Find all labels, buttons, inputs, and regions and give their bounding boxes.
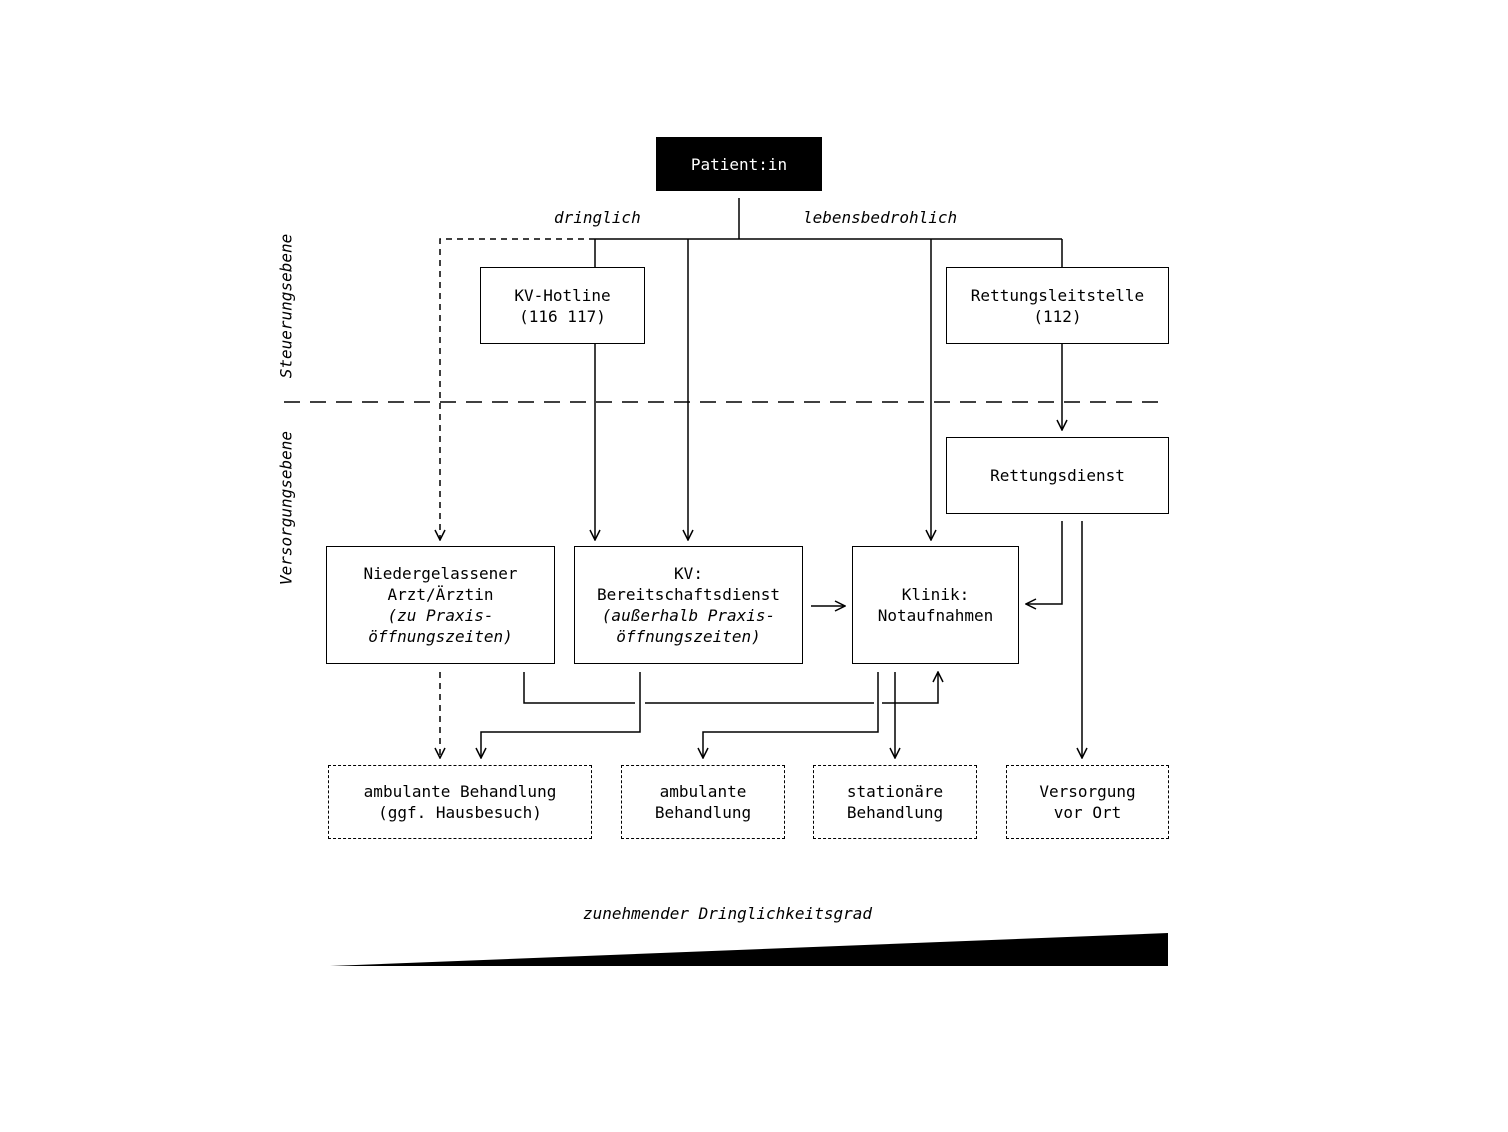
kv-hotline-number: (116 117) xyxy=(519,306,606,326)
patient-node: Patient:in xyxy=(656,137,822,191)
outcome-stationaer: stationäre Behandlung xyxy=(813,765,977,839)
outcome-ambulant-line2: Behandlung xyxy=(654,803,752,822)
klinik-to-ambulant-arrow xyxy=(703,672,879,758)
outcome-vor-ort-line2: vor Ort xyxy=(1053,803,1122,822)
outcome-stationaer-line1: stationäre xyxy=(846,782,944,801)
outcome-vor-ort: Versorgung vor Ort xyxy=(1006,765,1169,839)
kv-hotline-label: KV-Hotline xyxy=(514,285,611,305)
klinik-node: Klinik: Notaufnahmen xyxy=(852,546,1019,664)
kv-bereitschaft-line1: KV: xyxy=(674,564,703,583)
referral-to-klinik-arrow xyxy=(882,672,938,704)
outcome-vor-ort-line1: Versorgung xyxy=(1039,782,1136,801)
niedergelassener-line1: Niedergelassener xyxy=(363,564,518,583)
rettungsdienst-label: Rettungsdienst xyxy=(990,466,1125,485)
klinik-line2: Notaufnahmen xyxy=(877,606,994,625)
klinik-line1: Klinik: xyxy=(901,585,970,604)
outcome-ambulant-line1: ambulante xyxy=(659,782,747,801)
niedergelassener-line2: Arzt/Ärztin xyxy=(387,585,494,604)
bereitschaft-to-ambulant-arrow xyxy=(481,672,641,758)
kv-bereitschaft-hours-line1: (außerhalb Praxis- xyxy=(601,606,776,625)
outcome-ambulant-hausbesuch: ambulante Behandlung (ggf. Hausbesuch) xyxy=(328,765,592,839)
rettungsdienst-node: Rettungsdienst xyxy=(946,437,1169,514)
kv-hotline-node: KV-Hotline (116 117) xyxy=(480,267,645,344)
outcome-ambulant-hausbesuch-line1: ambulante Behandlung xyxy=(363,782,557,801)
outcome-ambulant-hausbesuch-line2: (ggf. Hausbesuch) xyxy=(378,803,542,822)
referral-to-klinik-line xyxy=(523,672,635,704)
outcome-stationaer-line2: Behandlung xyxy=(846,803,944,822)
urgency-label: zunehmender Dringlichkeitsgrad xyxy=(583,904,872,923)
level-label-steuerung: Steuerungsebene xyxy=(276,233,296,379)
niedergelassener-node: Niedergelassener Arzt/Ärztin (zu Praxis-… xyxy=(326,546,555,664)
niedergelassener-hours-line2: öffnungszeiten) xyxy=(368,627,513,646)
rettungsleitstelle-number: (112) xyxy=(1033,306,1082,326)
patient-label: Patient:in xyxy=(690,154,788,174)
niedergelassener-hours-line1: (zu Praxis- xyxy=(387,606,494,625)
dashed-to-niedergelassener-line xyxy=(440,238,595,540)
level-label-versorgung: Versorgungsebene xyxy=(276,430,296,586)
edge-label-lebensbedrohlich: lebensbedrohlich xyxy=(803,208,958,227)
outcome-ambulant: ambulante Behandlung xyxy=(621,765,785,839)
kv-bereitschaft-node: KV: Bereitschaftsdienst (außerhalb Praxi… xyxy=(574,546,803,664)
rettungsleitstelle-label: Rettungsleitstelle xyxy=(970,285,1145,305)
urgency-wedge xyxy=(330,933,1168,966)
edge-label-dringlich: dringlich xyxy=(554,208,641,227)
rettungsdienst-to-klinik-arrow xyxy=(1026,521,1063,604)
kv-bereitschaft-line2: Bereitschaftsdienst xyxy=(596,585,781,604)
rettungsleitstelle-node: Rettungsleitstelle (112) xyxy=(946,267,1169,344)
kv-bereitschaft-hours-line2: öffnungszeiten) xyxy=(616,627,761,646)
